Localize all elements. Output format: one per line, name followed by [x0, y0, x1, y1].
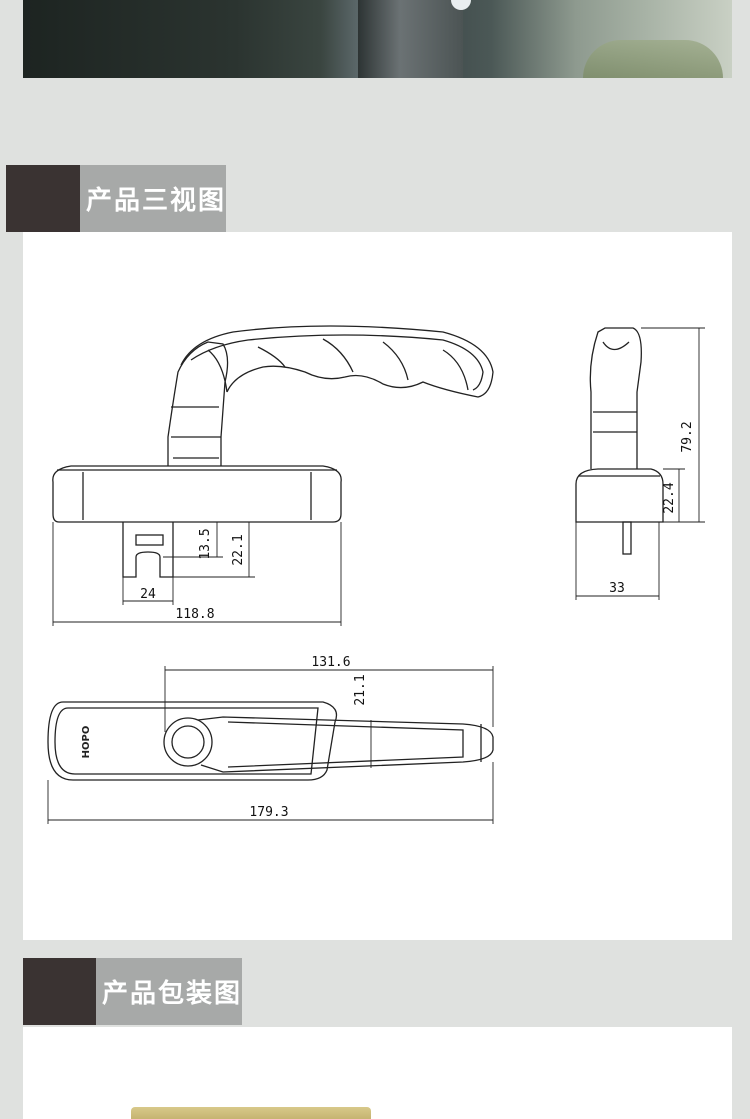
header-dark-block [23, 958, 96, 1025]
brand-mark: HOPO [81, 726, 92, 759]
header-dark-block [6, 165, 80, 232]
dim-label-79-2: 79.2 [680, 421, 695, 452]
dim-label-118-8: 118.8 [175, 607, 214, 622]
dim-label-21-1: 21.1 [353, 674, 368, 705]
dim-label-13-5: 13.5 [198, 528, 213, 559]
section-title: 产品三视图 [80, 165, 226, 232]
handle-knob-photo [451, 0, 471, 10]
section-title: 产品包装图 [96, 958, 242, 1025]
packaging-photo-panel [23, 1027, 732, 1119]
side-view [575, 327, 664, 555]
section-header-packaging: 产品包装图 [23, 958, 242, 1025]
dim-label-24: 24 [140, 587, 156, 602]
top-view [47, 701, 494, 781]
technical-drawing: 13.5 22.1 24 118.8 79.2 22.4 33 131.6 21… [47, 325, 705, 824]
dim-label-33: 33 [609, 581, 625, 596]
product-photo-strip [23, 0, 732, 78]
three-view-drawing-panel: 13.5 22.1 24 118.8 79.2 22.4 33 131.6 21… [23, 232, 732, 940]
window-frame-photo [358, 0, 463, 78]
dim-label-22-4: 22.4 [662, 482, 677, 513]
dim-label-22-1: 22.1 [231, 534, 246, 565]
dim-label-131-6: 131.6 [311, 655, 350, 670]
background-plant-photo [583, 40, 723, 78]
front-view [52, 325, 494, 578]
section-header-three-views: 产品三视图 [6, 165, 226, 232]
dimension-lines [47, 327, 705, 824]
dim-label-179-3: 179.3 [249, 805, 288, 820]
package-box-edge [131, 1107, 371, 1119]
